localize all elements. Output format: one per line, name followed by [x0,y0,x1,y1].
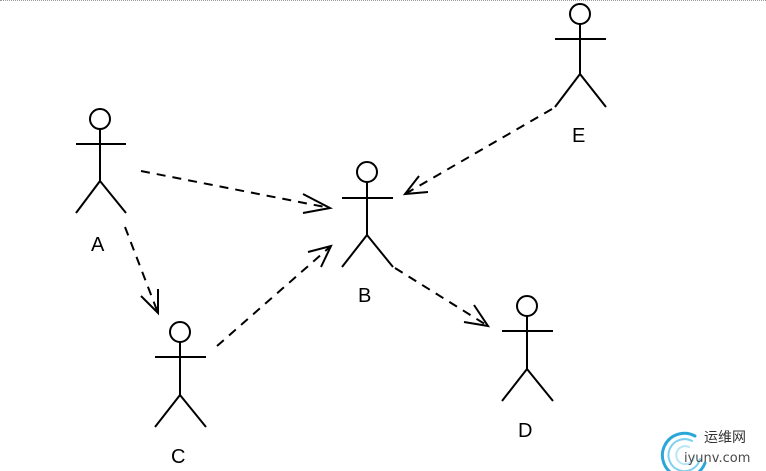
arrow-a-to-b [140,170,334,214]
watermark-site: iyunv.com [684,451,750,466]
watermark-brand: 运维网 [704,430,746,446]
arrow-e-to-b [402,108,553,196]
actor-label-b: B [358,285,371,307]
actor-e [554,3,607,108]
swirl-logo-icon [660,431,707,471]
actor-a [75,108,127,214]
arrow-c-to-b [216,244,333,347]
watermark-logo: 运维网 iyunv.com [660,430,750,471]
actor-d [501,295,554,402]
actor-label-c: C [171,446,185,468]
actor-c [154,321,207,428]
arrow-b-to-d [394,267,491,328]
actor-label-e: E [572,125,585,147]
arrow-a-to-c [124,226,159,316]
actor-label-d: D [518,420,532,442]
actor-label-a: A [91,234,105,256]
actor-b [341,161,394,268]
